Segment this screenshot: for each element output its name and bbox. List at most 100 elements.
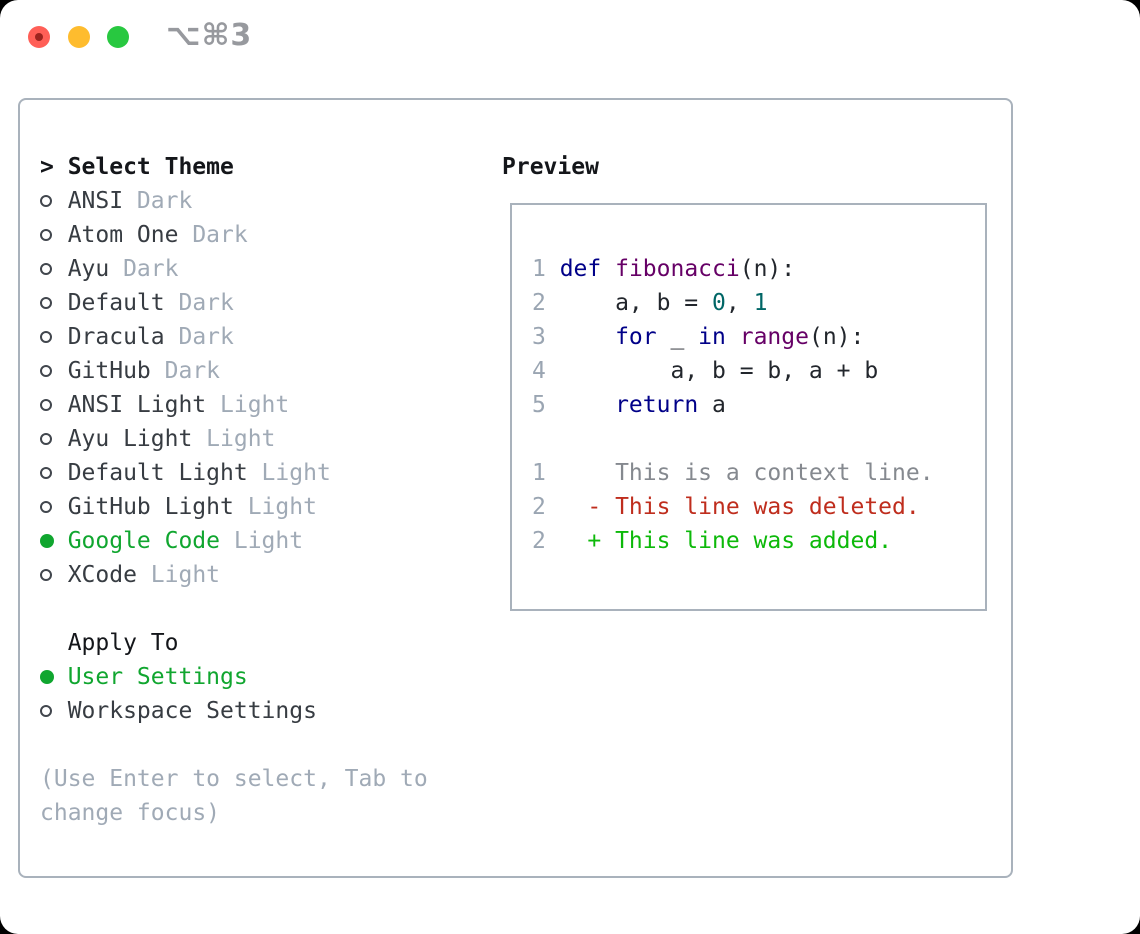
- theme-variant: Dark: [109, 256, 179, 282]
- theme-name: ANSI: [67, 188, 124, 214]
- code-token-plain: (n):: [808, 324, 865, 350]
- theme-selector-header: Select Theme: [67, 154, 234, 180]
- theme-variant: Dark: [150, 358, 221, 384]
- theme-name: GitHub Light: [67, 494, 234, 520]
- theme-selector-header-row: > Select Theme: [40, 150, 428, 184]
- radio-unselected-icon: [40, 286, 68, 320]
- preview-code-line: 3 for _ in range(n):: [532, 320, 985, 354]
- radio-unselected-icon: [40, 184, 68, 218]
- theme-list-item[interactable]: Default Light Light: [40, 456, 428, 490]
- radio-unselected-icon: [40, 694, 68, 728]
- theme-variant: Light: [220, 528, 304, 554]
- line-number: 2: [532, 528, 546, 554]
- code-token-number: 0: [712, 290, 726, 316]
- theme-name: Default Light: [67, 460, 248, 486]
- theme-list-item[interactable]: Google Code Light: [40, 524, 428, 558]
- help-text-line: (Use Enter to select, Tab to: [40, 766, 428, 792]
- radio-selected-icon: [40, 660, 68, 694]
- code-token-plain: [560, 324, 615, 350]
- apply-to-option-label: Workspace Settings: [67, 698, 317, 724]
- window-title: ⌥⌘3: [166, 18, 253, 53]
- code-token-plain: ,: [725, 290, 754, 316]
- apply-to-option-label: User Settings: [67, 664, 248, 690]
- theme-list-item[interactable]: ANSI Dark: [40, 184, 428, 218]
- line-number: 1: [532, 460, 546, 486]
- open-dot: [40, 228, 52, 241]
- line-number: 5: [532, 392, 546, 418]
- theme-variant: Dark: [123, 188, 193, 214]
- theme-variant: Light: [247, 460, 331, 486]
- code-token-context: This is a context line.: [559, 460, 934, 486]
- radio-unselected-icon: [40, 388, 68, 422]
- line-number: 3: [532, 324, 546, 350]
- theme-variant: Dark: [164, 324, 234, 350]
- code-token-plain: [726, 324, 740, 350]
- indent: [40, 626, 68, 660]
- help-text-line: change focus): [40, 800, 221, 826]
- line-number: 2: [532, 494, 546, 520]
- theme-list-item[interactable]: GitHub Dark: [40, 354, 428, 388]
- code-token-deleted: - This line was deleted.: [559, 494, 920, 520]
- open-dot: [40, 296, 52, 309]
- filled-dot: [40, 533, 54, 548]
- radio-selected-icon: [40, 524, 68, 558]
- theme-name: Ayu Light: [67, 426, 193, 452]
- preview-code-line: 2 a, b = 0, 1: [532, 286, 985, 320]
- preview-code-line: 2 - This line was deleted.: [532, 490, 985, 524]
- radio-unselected-icon: [40, 218, 68, 252]
- code-token-plain: a: [698, 392, 726, 418]
- theme-name: Default: [67, 290, 165, 316]
- open-dot: [40, 432, 52, 445]
- minimize-button[interactable]: [68, 26, 90, 48]
- theme-name: ANSI Light: [67, 392, 207, 418]
- theme-variant: Light: [136, 562, 221, 588]
- titlebar: ⌥⌘3: [0, 0, 1140, 74]
- code-token-keyword: in: [698, 324, 726, 350]
- filled-dot: [40, 669, 54, 684]
- theme-list-item[interactable]: XCode Light: [40, 558, 428, 592]
- open-dot: [40, 330, 52, 343]
- theme-list-item[interactable]: Default Dark: [40, 286, 428, 320]
- theme-list-item[interactable]: GitHub Light Light: [40, 490, 428, 524]
- theme-variant: Dark: [178, 222, 248, 248]
- theme-name: Ayu: [67, 256, 110, 282]
- line-number: 4: [532, 358, 546, 384]
- open-dot: [40, 466, 52, 479]
- theme-list-item[interactable]: Dracula Dark: [40, 320, 428, 354]
- theme-variant: Light: [192, 426, 276, 452]
- code-token-keyword: for: [615, 324, 657, 350]
- preview-code-line: 5 return a: [532, 388, 985, 422]
- radio-unselected-icon: [40, 456, 68, 490]
- code-token-added: + This line was added.: [559, 528, 893, 554]
- theme-variant: Dark: [164, 290, 234, 316]
- code-token-func: range: [739, 324, 809, 350]
- open-dot: [40, 398, 52, 411]
- apply-to-option[interactable]: User Settings: [40, 660, 428, 694]
- code-token-number: 1: [753, 290, 768, 316]
- theme-list-item[interactable]: Ayu Dark: [40, 252, 428, 286]
- apply-to-header-row: Apply To: [40, 626, 428, 660]
- preview-code-line: 4 a, b = b, a + b: [532, 354, 985, 388]
- zoom-button[interactable]: [107, 26, 129, 48]
- line-number: 2: [532, 290, 546, 316]
- radio-unselected-icon: [40, 320, 68, 354]
- open-dot: [40, 262, 52, 275]
- radio-unselected-icon: [40, 422, 68, 456]
- close-button[interactable]: [28, 26, 50, 48]
- apply-to-header: Apply To: [67, 630, 179, 656]
- code-token-plain: _: [656, 324, 699, 350]
- theme-list-item[interactable]: Atom One Dark: [40, 218, 428, 252]
- radio-unselected-icon: [40, 354, 68, 388]
- radio-unselected-icon: [40, 252, 68, 286]
- radio-unselected-icon: [40, 490, 68, 524]
- preview-title: Preview: [502, 154, 599, 180]
- apply-to-option[interactable]: Workspace Settings: [40, 694, 428, 728]
- theme-name: XCode: [67, 562, 137, 588]
- theme-name: Google Code: [67, 528, 221, 554]
- theme-list-item[interactable]: Ayu Light Light: [40, 422, 428, 456]
- theme-list-item[interactable]: ANSI Light Light: [40, 388, 428, 422]
- blank-line: [532, 422, 985, 456]
